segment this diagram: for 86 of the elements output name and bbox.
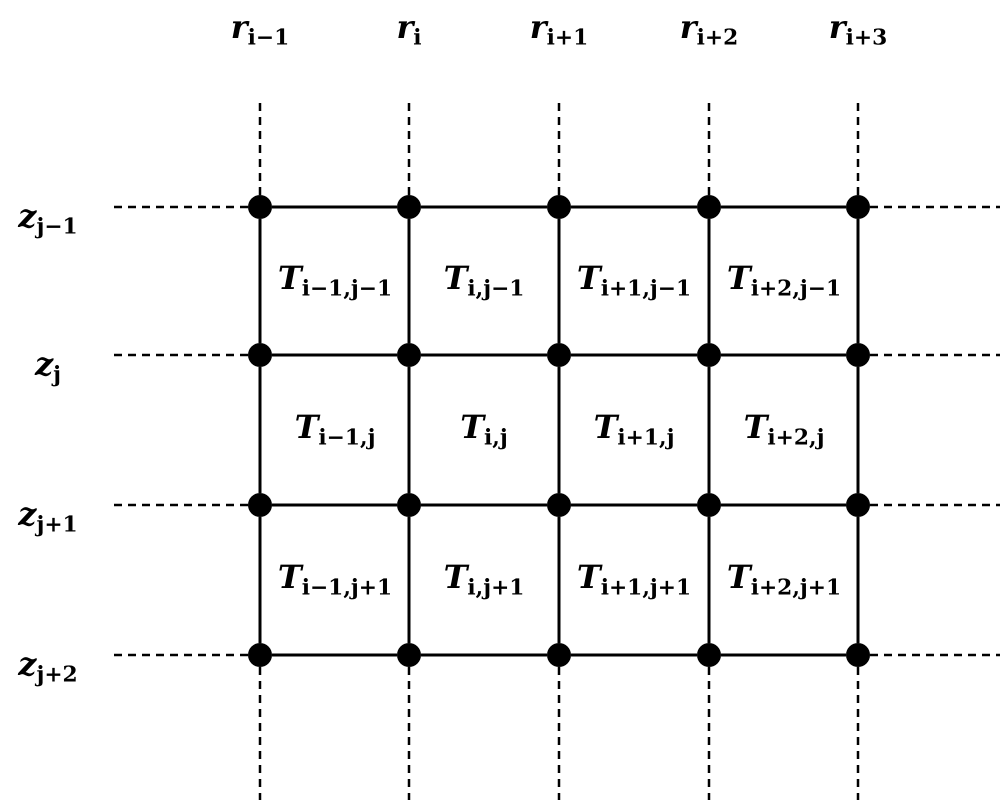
grid-line — [721, 504, 846, 506]
grid-line — [408, 517, 410, 643]
grid-line — [708, 367, 710, 493]
cell-label: T$_{i,j+1}$ — [444, 560, 524, 600]
dashed-grid-line — [856, 100, 860, 195]
row-label: z$_{j+1}$ — [18, 498, 78, 536]
grid-node-dot — [846, 195, 870, 219]
cell-label: T$_{i+1,j−1}$ — [576, 262, 692, 300]
cell-label: T$_{i,j}$ — [460, 410, 508, 450]
grid-line — [421, 206, 547, 208]
cell-label: T$_{i+1,j}$ — [594, 410, 674, 450]
grid-line — [408, 367, 410, 493]
grid-line — [571, 206, 697, 208]
grid-line — [721, 206, 846, 208]
grid-line — [856, 367, 860, 493]
cell-label: T$_{i+2,j}$ — [744, 410, 824, 450]
grid-node-dot — [547, 343, 571, 367]
grid-line — [258, 219, 262, 343]
grid-node-dot — [397, 493, 421, 517]
grid-line — [558, 219, 560, 343]
grid-node-dot — [697, 643, 721, 667]
grid-node-dot — [547, 195, 571, 219]
dashed-grid-line — [870, 206, 1000, 208]
row-label: z$_{j+2}$ — [18, 648, 78, 686]
cell-label: T$_{i,j−1}$ — [444, 262, 524, 300]
cell-label: T$_{i−1,j}$ — [294, 410, 376, 450]
grid-line — [571, 654, 697, 656]
grid-node-dot — [248, 493, 272, 517]
column-label: r$_{i+2}$ — [680, 10, 738, 50]
grid-node-dot — [547, 643, 571, 667]
grid-line — [571, 354, 697, 356]
grid-line — [421, 654, 547, 656]
grid-line — [258, 517, 262, 643]
grid-line — [421, 354, 547, 356]
grid-node-dot — [846, 493, 870, 517]
column-label: r$_{i+1}$ — [530, 10, 588, 50]
grid-line — [258, 367, 262, 493]
dashed-grid-line — [870, 354, 1000, 356]
grid-line — [408, 219, 410, 343]
grid-node-dot — [248, 643, 272, 667]
grid-line — [272, 354, 397, 356]
cell-label: T$_{i−1,j−1}$ — [278, 262, 392, 300]
dashed-grid-line — [258, 100, 262, 195]
grid-node-dot — [697, 493, 721, 517]
column-label: r$_{i}$ — [396, 10, 422, 50]
grid-node-dot — [397, 343, 421, 367]
grid-line — [856, 219, 860, 343]
dashed-grid-line — [708, 667, 710, 800]
row-label: z$_{j−1}$ — [18, 200, 78, 238]
dashed-grid-line — [408, 667, 410, 800]
cell-label: T$_{i+2,j−1}$ — [726, 262, 842, 300]
dashed-grid-line — [708, 100, 710, 195]
grid-node-dot — [846, 343, 870, 367]
grid-node-dot — [697, 343, 721, 367]
dashed-grid-line — [408, 100, 410, 195]
grid-node-dot — [547, 493, 571, 517]
cell-label: T$_{i−1,j+1}$ — [278, 560, 392, 600]
grid-line — [558, 367, 560, 493]
dashed-grid-line — [558, 100, 560, 195]
column-label: r$_{i+3}$ — [828, 10, 888, 50]
dashed-grid-line — [258, 667, 262, 800]
dashed-grid-line — [856, 667, 860, 800]
column-label: r$_{i−1}$ — [230, 10, 290, 50]
grid-node-dot — [846, 643, 870, 667]
grid-line — [721, 654, 846, 656]
cell-label: T$_{i+2,j+1}$ — [726, 560, 842, 600]
grid-line — [571, 504, 697, 506]
grid-node-dot — [697, 195, 721, 219]
grid-line — [708, 517, 710, 643]
grid-line — [856, 517, 860, 643]
grid-line — [272, 206, 397, 208]
grid-line — [558, 517, 560, 643]
dashed-grid-line — [870, 504, 1000, 506]
dashed-grid-line — [558, 667, 560, 800]
cell-label: T$_{i+1,j+1}$ — [576, 560, 692, 600]
grid-node-dot — [397, 195, 421, 219]
grid-line — [421, 504, 547, 506]
grid-node-dot — [248, 343, 272, 367]
grid-line — [721, 354, 846, 356]
grid-line — [708, 219, 710, 343]
row-label: z$_{j}$ — [34, 348, 62, 386]
grid-line — [272, 654, 397, 656]
grid-node-dot — [248, 195, 272, 219]
dashed-grid-line — [870, 654, 1000, 656]
grid-line — [272, 504, 397, 506]
grid-node-dot — [397, 643, 421, 667]
